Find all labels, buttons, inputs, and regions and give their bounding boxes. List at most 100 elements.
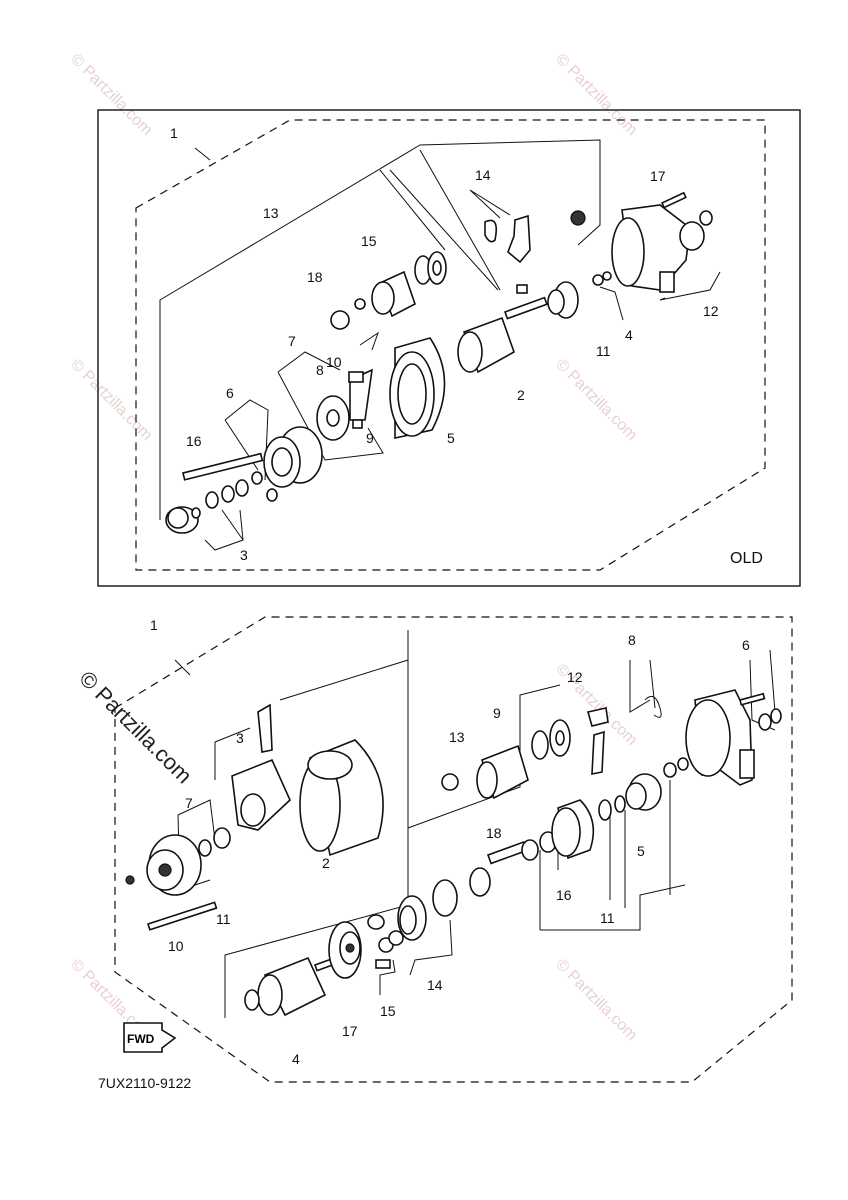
- callout-18: 18: [486, 825, 502, 841]
- watermark: © Partzilla.com: [552, 51, 640, 139]
- callout-10: 10: [168, 938, 184, 954]
- new-leader-upper: [279, 659, 409, 701]
- old-leader-1: [194, 147, 211, 161]
- callout-12: 12: [703, 303, 719, 319]
- callout-15: 15: [380, 1003, 396, 1019]
- new-leader-14: [409, 919, 453, 976]
- callout-15: 15: [361, 233, 377, 249]
- callout-9: 9: [493, 705, 501, 721]
- callout-7: 7: [185, 795, 193, 811]
- callout-3: 3: [236, 730, 244, 746]
- callout-6: 6: [742, 637, 750, 653]
- partzilla-watermark-large: © Partzilla.com: [74, 666, 197, 789]
- diagram-code: 7UX2110-9122: [98, 1075, 191, 1091]
- old-part-end-cover-6: [251, 426, 323, 502]
- new-bracket-4: [224, 745, 409, 1018]
- old-leader-13: [379, 149, 501, 291]
- new-part-solenoid-9: [441, 744, 529, 800]
- callout-2: 2: [322, 855, 330, 871]
- old-part-bolt-17: [660, 191, 687, 209]
- new-part-ring-gear-14: [397, 879, 458, 941]
- old-part-brush-holder-7: [316, 331, 379, 441]
- old-part-plates: [414, 251, 447, 285]
- old-part-armature-2: [457, 296, 548, 374]
- callout-16: 16: [186, 433, 202, 449]
- new-part-rings-11: [598, 795, 626, 821]
- callout-8: 8: [316, 362, 324, 378]
- callout-18: 18: [307, 269, 323, 285]
- callout-16: 16: [556, 887, 572, 903]
- callout-12: 12: [567, 669, 583, 685]
- fwd-arrow: FWD: [123, 1022, 177, 1053]
- new-assembly-dashed-boundary: [114, 616, 793, 1083]
- callout-1: 1: [150, 617, 158, 633]
- old-part-washers-3: [191, 479, 249, 519]
- old-leader-12: [659, 271, 721, 301]
- new-part-armature-4: [244, 953, 347, 1017]
- old-part-bolt-16: [182, 452, 264, 481]
- callout-13: 13: [449, 729, 465, 745]
- old-leader-14: [469, 189, 511, 219]
- old-part-plunger-18: [330, 310, 350, 330]
- callout-11b: 11: [600, 910, 615, 926]
- callout-5: 5: [637, 843, 645, 859]
- callout-13: 13: [263, 205, 279, 221]
- old-section-frame: [97, 109, 801, 587]
- new-leader-3: [214, 727, 251, 780]
- new-part-clutch-16: [551, 799, 595, 860]
- callout-2: 2: [517, 387, 525, 403]
- callout-6: 6: [226, 385, 234, 401]
- old-part-yoke-5: [389, 337, 446, 439]
- old-bracket-13: [159, 139, 601, 520]
- callout-4: 4: [292, 1051, 300, 1067]
- callout-5: 5: [447, 430, 455, 446]
- new-leader-1: [174, 659, 191, 676]
- callout-3: 3: [240, 547, 248, 563]
- old-part-solenoid-15: [354, 270, 416, 318]
- new-part-plate-12: [531, 707, 609, 775]
- new-leader-11: [539, 780, 671, 930]
- callout-4: 4: [625, 327, 633, 343]
- new-starter-section: FWD 1 2 3 4 5 6 7 8 9 10 11 11 12 13 14 …: [98, 616, 793, 1091]
- new-part-pinion-5: [625, 757, 689, 811]
- old-part-cap: [165, 506, 199, 534]
- callout-11: 11: [216, 911, 231, 927]
- new-part-front-housing-6: [685, 689, 782, 786]
- new-leader-8: [629, 659, 656, 713]
- fwd-label: FWD: [127, 1032, 155, 1046]
- callout-17: 17: [342, 1023, 358, 1039]
- new-bracket-9: [407, 630, 561, 829]
- new-leader-15: [379, 959, 396, 995]
- callout-10: 10: [326, 354, 342, 370]
- callout-1: 1: [170, 125, 178, 141]
- new-part-gears-15: [367, 914, 404, 969]
- new-part-bolt-10: [146, 901, 218, 931]
- new-bracket-11: [540, 884, 686, 931]
- new-part-brush-holder-3: [231, 703, 291, 831]
- old-assembly-dashed-boundary: [135, 119, 766, 571]
- old-starter-section: 1 2 3 4 5 6 7 8 9 10 11 12 13 14 15 16 1…: [97, 109, 801, 587]
- new-part-shaft-18: [469, 840, 528, 897]
- callout-17: 17: [650, 168, 666, 184]
- new-part-yoke-2: [299, 739, 384, 857]
- callout-14: 14: [475, 167, 491, 183]
- callout-8: 8: [628, 632, 636, 648]
- old-part-front-housing-12: [611, 204, 713, 293]
- old-part-lever-14: [484, 210, 586, 294]
- callout-7: 7: [288, 333, 296, 349]
- old-leader-3: [204, 509, 244, 551]
- old-tag: OLD: [730, 550, 763, 567]
- new-part-washer: [521, 831, 557, 861]
- watermark-layer: © Partzilla.com © Partzilla.com © Partzi…: [67, 51, 640, 1044]
- old-leader-7: [277, 351, 384, 461]
- watermark: © Partzilla.com: [67, 51, 155, 139]
- new-part-gear-plate-17: [328, 921, 362, 979]
- watermark: © Partzilla.com: [552, 956, 640, 1044]
- old-leader-4: [599, 286, 624, 321]
- new-part-spring-8: [644, 695, 662, 718]
- new-part-end-cover-7: [125, 827, 231, 896]
- callout-14: 14: [427, 977, 443, 993]
- callout-9: 9: [366, 430, 374, 446]
- old-part-clutch-11: [547, 271, 612, 319]
